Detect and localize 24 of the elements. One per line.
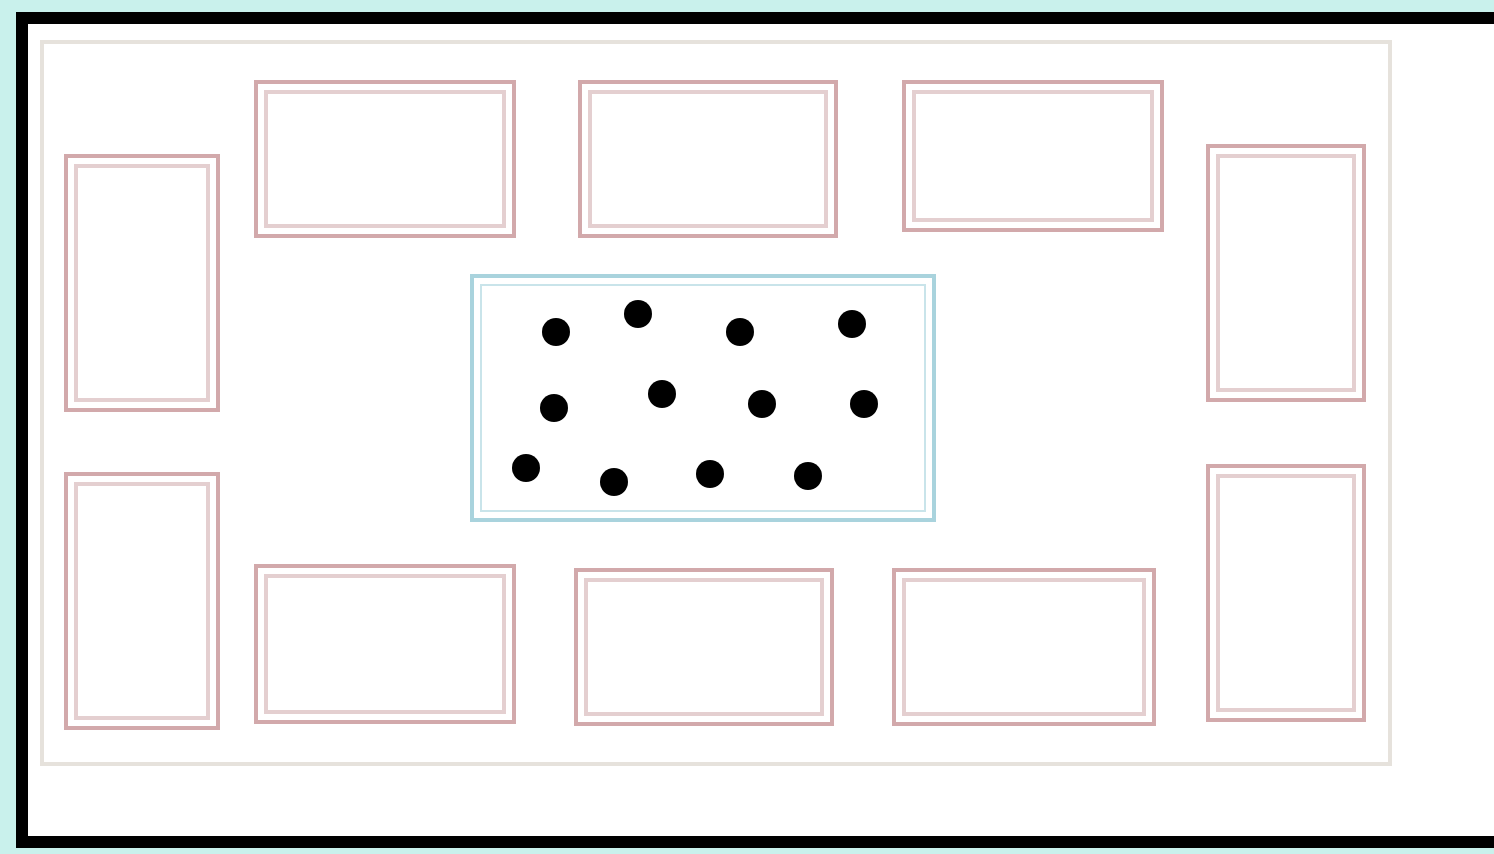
rectangle: [64, 472, 220, 730]
rectangle: [254, 80, 516, 238]
dot: [748, 390, 776, 418]
dot: [726, 318, 754, 346]
rectangle: [578, 80, 838, 238]
center-rectangle: [470, 274, 936, 522]
rectangle: [1206, 144, 1366, 402]
rectangle: [254, 564, 516, 724]
dot: [540, 394, 568, 422]
rectangle: [892, 568, 1156, 726]
dot: [838, 310, 866, 338]
rectangle: [902, 80, 1164, 232]
dot: [850, 390, 878, 418]
dot: [600, 468, 628, 496]
rectangle: [574, 568, 834, 726]
dot: [648, 380, 676, 408]
rectangle: [1206, 464, 1366, 722]
dot: [624, 300, 652, 328]
dot: [794, 462, 822, 490]
rectangle: [64, 154, 220, 412]
dot: [696, 460, 724, 488]
outer-frame: [40, 40, 1392, 766]
dot: [512, 454, 540, 482]
dot: [542, 318, 570, 346]
